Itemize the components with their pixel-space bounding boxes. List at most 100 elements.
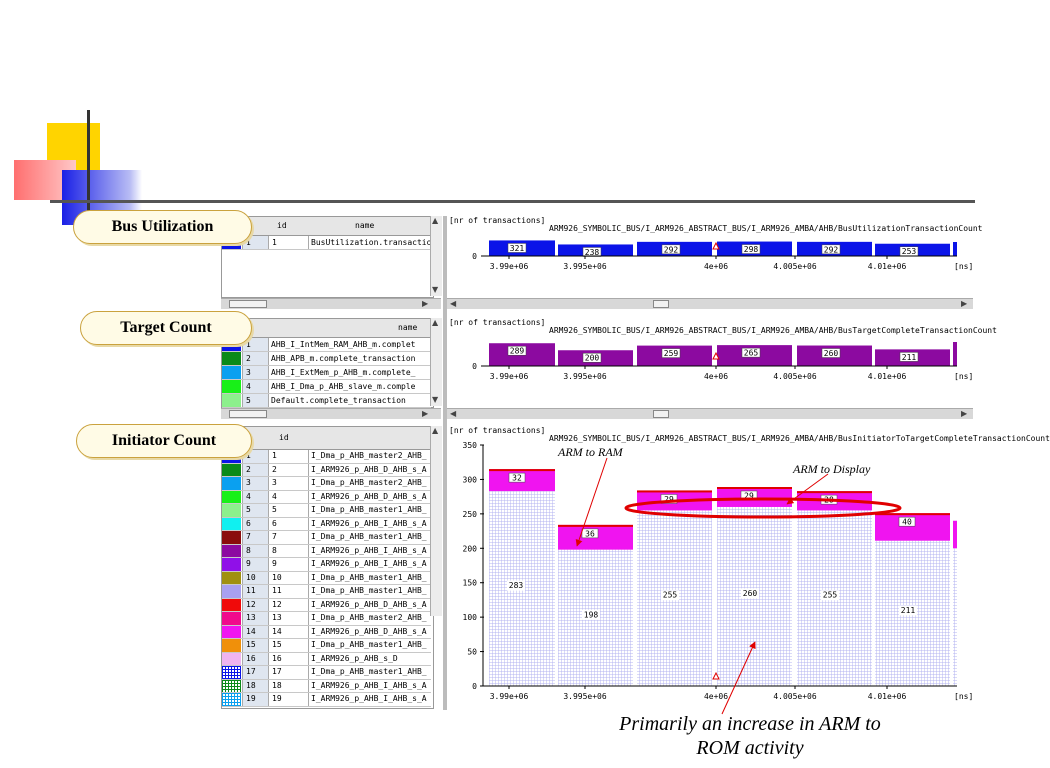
series-color-swatch — [222, 571, 241, 584]
column-header-id[interactable]: id — [277, 221, 287, 230]
chart-bus-utilization: [nr of transactions] ARM926_SYMBOLIC_BUS… — [447, 216, 982, 310]
column-header-name[interactable]: name — [398, 323, 418, 332]
data-label: 253 — [902, 247, 917, 256]
row-number: 19 — [242, 693, 268, 706]
row-id: 1 — [268, 450, 306, 463]
bar-top-line — [717, 487, 792, 490]
scroll-up-icon[interactable]: ▲ — [432, 426, 439, 435]
row-id: 12 — [268, 598, 306, 611]
horizontal-scrollbar[interactable]: ◀ ▶ — [447, 298, 973, 309]
scroll-down-icon[interactable]: ▼ — [432, 395, 439, 404]
data-label-box — [507, 580, 525, 591]
horizontal-scrollbar[interactable]: ◀ ▶ — [447, 408, 973, 419]
series-color-swatch — [222, 679, 241, 692]
horizontal-scrollbar[interactable]: ▶ — [221, 298, 441, 309]
data-label: 28 — [824, 496, 834, 505]
scroll-right-icon[interactable]: ▶ — [961, 409, 968, 418]
series-color-swatch — [222, 544, 241, 557]
vertical-scrollbar[interactable]: ▲ — [430, 426, 442, 616]
scroll-left-icon[interactable]: ◀ — [450, 299, 457, 308]
horizontal-scrollbar[interactable]: ▶ — [221, 408, 441, 419]
scroll-thumb[interactable] — [653, 300, 669, 308]
series-color-swatch — [222, 625, 241, 638]
x-unit-label: [ns] — [954, 692, 973, 701]
x-tick-label: 4.005e+06 — [773, 692, 817, 701]
data-label: 292 — [824, 245, 839, 254]
scroll-right-icon[interactable]: ▶ — [961, 299, 968, 308]
vertical-scrollbar[interactable]: ▲ ▼ — [430, 318, 442, 406]
series-color-swatch — [222, 394, 241, 407]
row-name: I_ARM926_p_AHB_D_AHB_s_A — [308, 598, 436, 611]
series-color-swatch — [222, 598, 241, 611]
row-id: 17 — [268, 666, 306, 679]
column-header-id[interactable]: id — [279, 433, 289, 442]
bar-top-line — [489, 469, 555, 472]
scroll-thumb[interactable] — [229, 410, 267, 418]
data-label: 265 — [744, 349, 759, 358]
caption-line-2: ROM activity — [696, 737, 804, 759]
chart-unit-title: [nr of transactions] — [449, 216, 546, 225]
data-label-box — [582, 609, 600, 620]
row-id: 11 — [268, 585, 306, 598]
data-label: 260 — [743, 589, 758, 598]
column-header-name[interactable]: name — [355, 221, 375, 230]
scroll-thumb[interactable] — [229, 300, 267, 308]
row-number: 10 — [242, 571, 268, 584]
bar-top-line — [637, 490, 712, 493]
vertical-scrollbar[interactable]: ▲ ▼ — [430, 216, 442, 296]
row-number: 2 — [242, 352, 268, 365]
scroll-right-icon[interactable]: ▶ — [422, 409, 429, 418]
row-number: 5 — [242, 394, 268, 407]
row-id: 18 — [268, 679, 306, 692]
data-label-box — [741, 244, 761, 254]
scroll-up-icon[interactable]: ▲ — [432, 318, 439, 327]
x-tick-label: 4e+06 — [704, 262, 728, 271]
row-id: 19 — [268, 693, 306, 706]
scroll-down-icon[interactable]: ▼ — [432, 285, 439, 294]
scroll-left-icon[interactable]: ◀ — [450, 409, 457, 418]
cursor-marker — [712, 241, 720, 250]
bar-top-line — [797, 491, 872, 494]
data-label-box — [821, 244, 841, 255]
data-label: 29 — [664, 495, 674, 504]
logo-vertical-line — [87, 110, 90, 215]
y-tick-label: 0 — [472, 252, 477, 261]
scroll-thumb[interactable] — [653, 410, 669, 418]
row-name: I_Dma_p_AHB_master1_AHB_ — [308, 504, 436, 517]
splitter[interactable] — [443, 216, 447, 710]
scroll-up-icon[interactable]: ▲ — [432, 216, 439, 225]
series-color-swatch — [222, 612, 241, 625]
row-id: 10 — [268, 571, 306, 584]
row-number: 3 — [242, 477, 268, 490]
x-tick-label: 4.01e+06 — [868, 262, 907, 271]
scroll-right-icon[interactable]: ▶ — [422, 299, 429, 308]
x-tick-label: 4.01e+06 — [868, 372, 907, 381]
